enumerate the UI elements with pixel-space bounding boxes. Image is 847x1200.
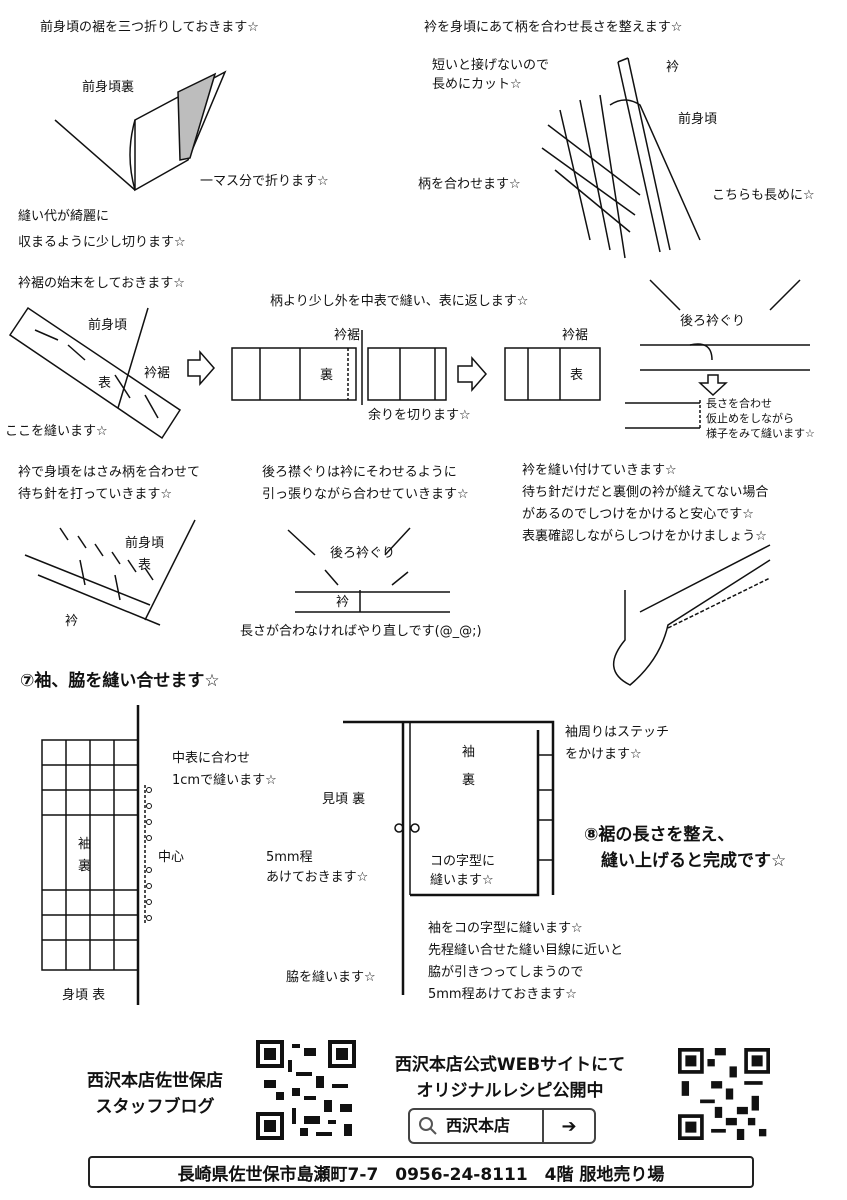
- collar-grid-diagram: [541, 57, 701, 259]
- step4-title: 柄より少し外を中表で縫い、表に返します☆: [270, 294, 529, 309]
- needle-diagram: [613, 544, 771, 686]
- sleeve-label: 袖 裏: [78, 837, 92, 874]
- step4-label-hem-a: 衿裾: [334, 328, 361, 343]
- gap-note: 5mm程 あけておきます☆: [266, 850, 369, 885]
- step3-sew-here: ここを縫います☆: [5, 424, 108, 439]
- search-icon: [419, 1117, 437, 1135]
- step1-fold-note: 一マス分で折ります☆: [200, 174, 329, 189]
- detail-note: 袖をコの字型に縫います☆ 先程縫い合せた縫い目線に近いと 脇が引きつってしまうの…: [428, 921, 624, 1002]
- blog-qr-code[interactable]: [256, 1040, 356, 1140]
- step6-title: 衿で身頃をはさみ柄を合わせて 待ち針を打っていきます☆: [18, 465, 201, 502]
- pin-heads: [146, 787, 152, 921]
- align-note: 中表に合わせ 1cmで縫います☆: [172, 751, 277, 788]
- store-address-bar: 長崎県佐世保市島瀬町7-7 0956-24-8111 4階 服地売り場: [88, 1156, 754, 1188]
- step8-title: 衿を縫い付けていきます☆ 待ち針だけだと裏側の衿が縫えてない場合 があるのでしつ…: [522, 463, 769, 544]
- back-neck-diagram-2: [287, 527, 450, 613]
- u-note: コの字型に 縫います☆: [430, 854, 496, 888]
- search-go-arrow-icon[interactable]: ➔: [542, 1110, 594, 1142]
- step6-label-front: 前身頃: [125, 536, 165, 551]
- step1-cut-note: 縫い代が綺麗に 収まるように少し切ります☆: [18, 209, 186, 250]
- section8-title: ⑧裾の長さを整え、 縫い上げると完成です☆: [584, 825, 787, 871]
- step4-label-back: 裏: [320, 368, 334, 383]
- step3-label-face: 表: [98, 376, 112, 391]
- side-note: 脇を縫います☆: [286, 970, 376, 985]
- hem-fold-diagram: [54, 70, 227, 192]
- step2-short-note: 短いと接げないので 長めにカット☆: [432, 58, 550, 92]
- side-seam-diagram: [343, 720, 555, 995]
- step6-label-face: 表: [138, 558, 152, 573]
- step2-pattern-note: 柄を合わせます☆: [418, 177, 521, 192]
- pin-collar-diagram: [24, 519, 196, 626]
- step5-label-neck: 後ろ衿ぐり: [680, 314, 746, 329]
- step3-label-front: 前身頃: [88, 318, 128, 333]
- search-box[interactable]: 西沢本店 ➔: [408, 1108, 596, 1144]
- step2-long-note: こちらも長めに☆: [712, 188, 815, 203]
- step2-title: 衿を身頃にあて柄を合わせ長さを整えます☆: [424, 20, 683, 35]
- stitch-note: 袖周りはステッチ をかけます☆: [565, 725, 670, 762]
- step4-label-hem-b: 衿裾: [562, 328, 589, 343]
- sew-and-turn-diagram: [231, 330, 601, 405]
- step2-label-front: 前身頃: [678, 112, 718, 127]
- step2-label-collar: 衿: [666, 60, 680, 75]
- back-neck-diagram-1: [625, 279, 810, 430]
- collar-hem-diagram: [8, 306, 215, 440]
- section7-title: ⑦袖、脇を縫い合せます☆: [20, 671, 220, 691]
- store-address: 長崎県佐世保市島瀬町7-7 0956-24-8111 4階 服地売り場: [177, 1164, 665, 1185]
- body-back-label: 見頃 裏: [322, 792, 366, 807]
- official-site-title: 西沢本店公式WEBサイトにて オリジナルレシピ公開中: [394, 1055, 626, 1101]
- step7-label-collar: 衿: [336, 595, 350, 610]
- scissors-icon: [394, 823, 420, 833]
- staff-blog-title: 西沢本店佐世保店 スタッフブログ: [87, 1071, 223, 1117]
- step7-label-neck: 後ろ衿ぐり: [330, 546, 396, 561]
- step4-label-face: 表: [570, 368, 584, 383]
- sleeve-grid-diagram: [41, 705, 146, 1005]
- step6-label-collar: 衿: [65, 614, 79, 629]
- search-query: 西沢本店: [446, 1116, 511, 1135]
- step7-title: 後ろ襟ぐりは衿にそわせるように 引っ張りながら合わせていきます☆: [262, 465, 469, 502]
- step7-redo-note: 長さが合わなければやり直しです(@_@;): [240, 624, 482, 639]
- step3-title: 衿裾の始末をしておきます☆: [18, 276, 185, 291]
- body-face-label: 身頃 表: [62, 988, 106, 1003]
- step4-trim-note: 余りを切ります☆: [368, 408, 471, 423]
- step5-note: 長さを合わせ 仮止めをしながら 様子をみて縫います☆: [706, 397, 815, 440]
- step1-label-back: 前身頃裏: [82, 80, 135, 95]
- sleeve-back-label: 袖 裏: [462, 745, 476, 788]
- step3-label-hem: 衿裾: [144, 366, 171, 381]
- center-label: 中心: [158, 850, 185, 865]
- website-qr-code[interactable]: [678, 1048, 770, 1140]
- step1-title: 前身頃の裾を三つ折りしておきます☆: [40, 20, 259, 35]
